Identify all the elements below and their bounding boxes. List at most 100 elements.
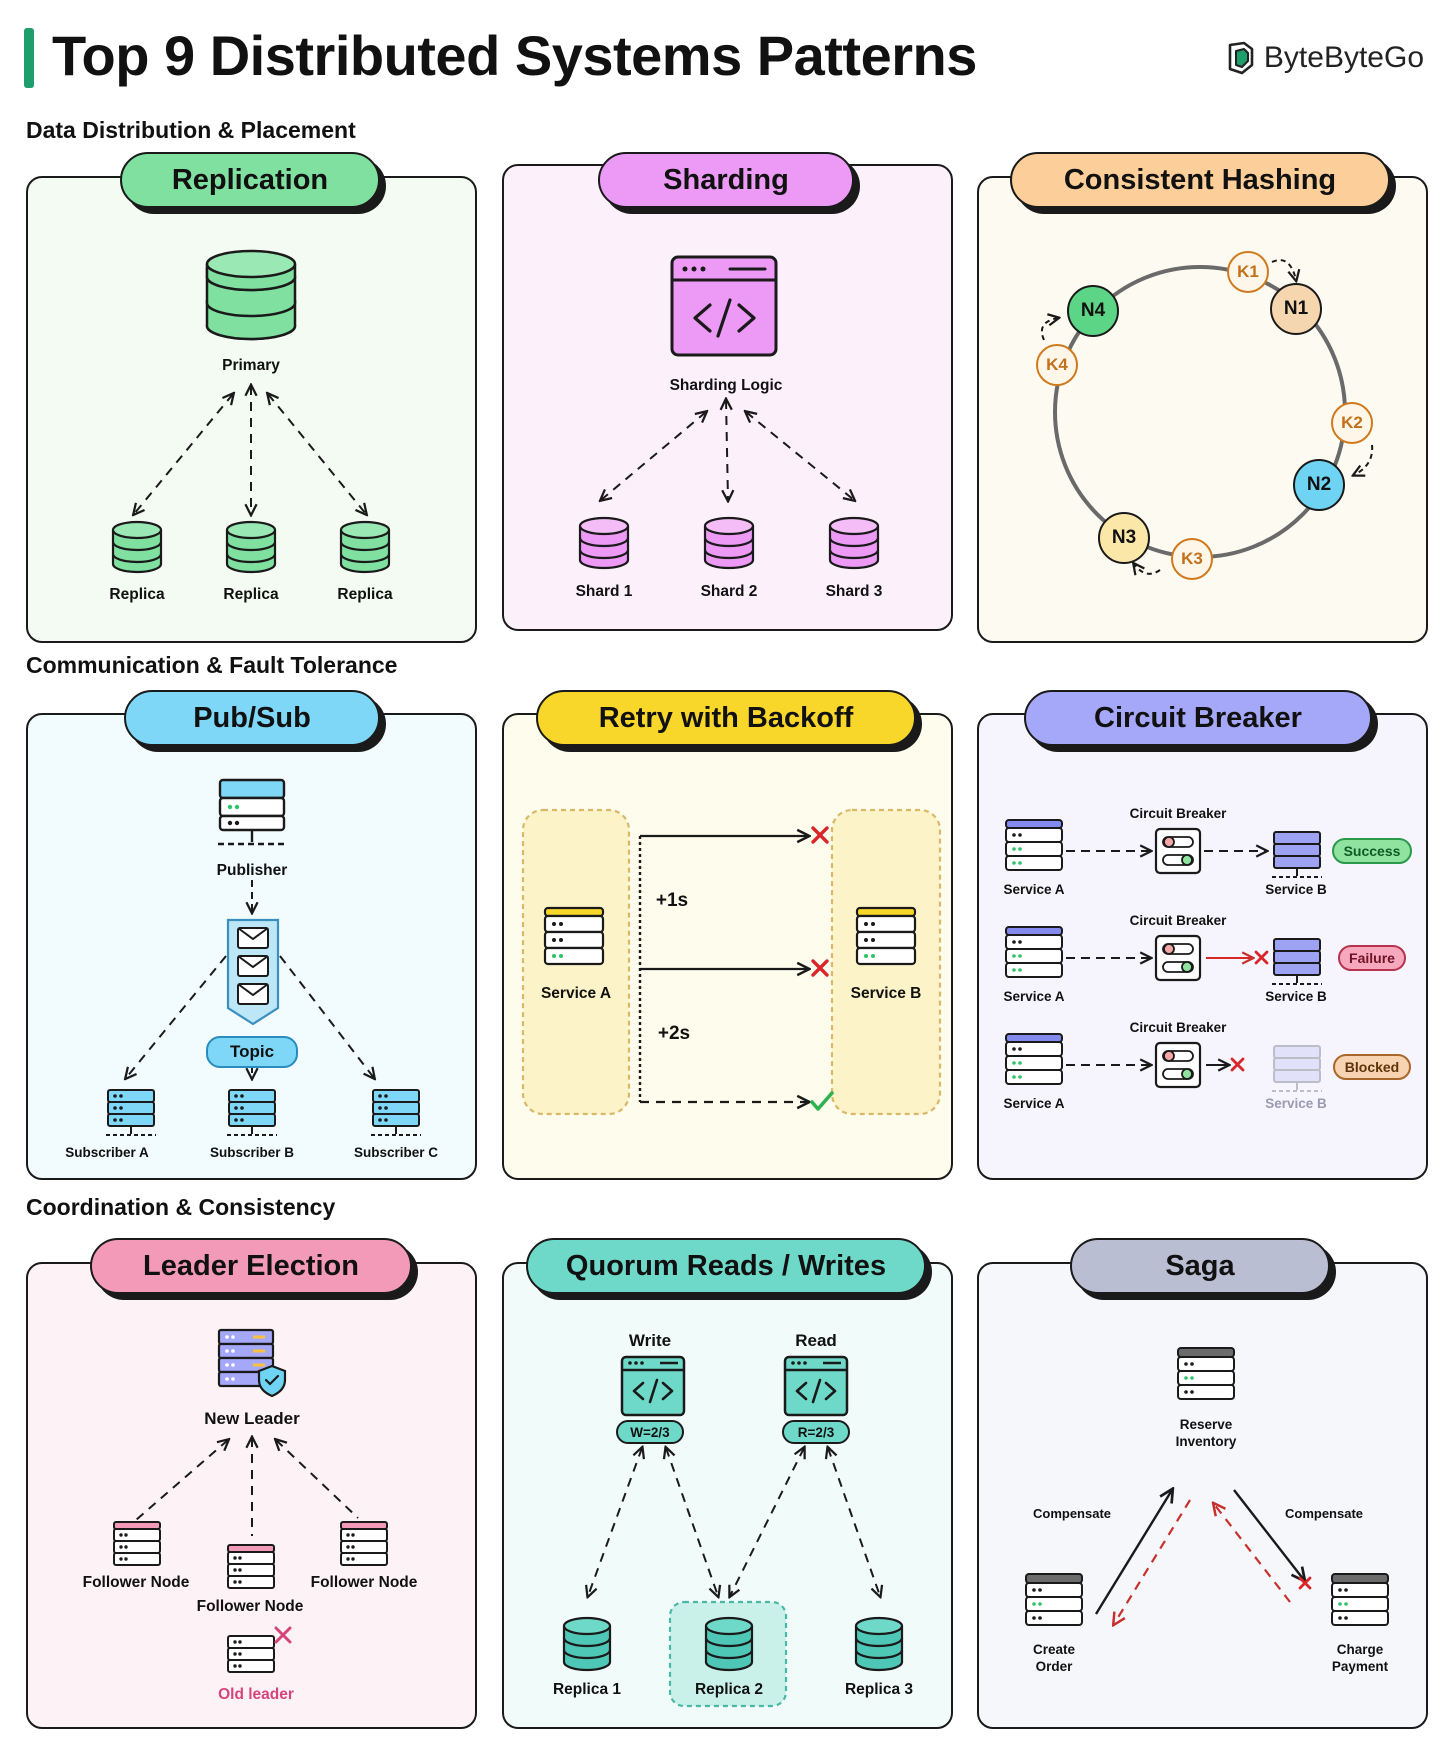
charge-payment-server-icon [1331, 1573, 1389, 1626]
service-a-server-icon [543, 906, 605, 966]
node-n1: N1 [1270, 283, 1322, 335]
tab-consistent-hashing: Consistent Hashing [1010, 152, 1390, 208]
cb-service-a-icons [1005, 819, 1063, 1085]
shard-label-1: Shard 1 [575, 583, 633, 600]
tab-quorum: Quorum Reads / Writes [526, 1238, 926, 1294]
create-order-label: Create Order [1032, 1642, 1076, 1674]
attempt-3-success-icon [810, 1091, 834, 1111]
brand-logo: ByteByteGo [1226, 36, 1424, 80]
sharding-arrow-3 [746, 412, 854, 500]
bytebytego-logo-icon [1228, 41, 1254, 75]
read-quorum-badge: R=2/3 [782, 1420, 850, 1444]
section-communication: Communication & Fault Tolerance [26, 652, 398, 678]
publisher-server-icon [218, 778, 286, 846]
service-b-server-icon [855, 906, 917, 966]
cb-row1-service-b-label: Service B [1265, 882, 1327, 897]
compensate-right-arrow [1214, 1504, 1291, 1603]
follower-server-icons [113, 1521, 388, 1589]
subscriber-server-icons [106, 1089, 421, 1136]
publisher-label: Publisher [216, 862, 288, 879]
cb-status-blocked-badge: Blocked [1333, 1054, 1411, 1080]
follower-label-3: Follower Node [310, 1574, 418, 1591]
quorum-replica-label-1: Replica 1 [552, 1681, 622, 1698]
quorum-write-label: Write [628, 1331, 672, 1350]
cb-service-b-icons [1272, 831, 1322, 1092]
brand-name: ByteByteGo [1263, 41, 1424, 74]
old-leader-server-icon [227, 1635, 275, 1673]
replica-label-1: Replica [109, 586, 165, 603]
follower-label-2: Follower Node [196, 1598, 304, 1615]
tab-sharding: Sharding [598, 152, 854, 208]
cb-row3-block-icon [1230, 1057, 1245, 1072]
node-n2: N2 [1293, 459, 1345, 511]
reserve-inventory-label: Reserve Inventory [1175, 1417, 1237, 1449]
replica-label-3: Replica [337, 586, 393, 603]
leader-shield-icon [257, 1364, 287, 1398]
sharding-arrow-2 [726, 400, 728, 500]
new-leader-label: New Leader [204, 1409, 300, 1428]
quorum-write-code-icon [620, 1355, 686, 1417]
sharding-arrow-1 [601, 412, 706, 500]
cb-row2-service-b-label: Service B [1265, 989, 1327, 1004]
write-to-replica-2-arrow [666, 1448, 718, 1596]
cb-row2-service-a-label: Service A [1003, 989, 1065, 1004]
write-to-replica-1-arrow [588, 1448, 642, 1596]
replica-database-icons [111, 520, 391, 574]
retry-service-b-label: Service B [850, 985, 922, 1002]
read-from-replica-3-arrow [828, 1448, 880, 1596]
key-k3: K3 [1171, 538, 1213, 580]
follower-3-vote-arrow [276, 1440, 359, 1519]
replication-arrow-3 [268, 394, 366, 514]
node-n4: N4 [1067, 285, 1119, 337]
replication-arrow-1 [134, 394, 233, 514]
quorum-replica-database-icons [562, 1616, 904, 1672]
title-accent-bar [24, 28, 34, 88]
cb-row1-service-a-label: Service A [1003, 882, 1065, 897]
topic-badge: Topic [206, 1036, 298, 1068]
compensate-left-arrow [1114, 1499, 1191, 1624]
create-order-server-icon [1025, 1573, 1083, 1626]
attempt-1-fail-icon [811, 826, 829, 844]
tab-circuit-breaker: Circuit Breaker [1024, 690, 1372, 746]
quorum-read-code-icon [783, 1355, 849, 1417]
cb-row3-service-b-label: Service B [1265, 1096, 1327, 1111]
topic-queue-icon [226, 918, 280, 1026]
cb-row1-breaker-label: Circuit Breaker [1129, 806, 1227, 821]
saga-panel [977, 1262, 1428, 1729]
quorum-replica-label-2: Replica 2 [694, 1681, 764, 1698]
retry-delay-1: +1s [655, 890, 689, 911]
compensate-left-label: Compensate [1032, 1506, 1112, 1521]
attempt-2-fail-icon [811, 959, 829, 977]
cb-status-success-badge: Success [1332, 838, 1412, 864]
sharding-logic-code-icon [670, 255, 778, 357]
quorum-replica-label-3: Replica 3 [844, 1681, 914, 1698]
tab-pubsub: Pub/Sub [124, 690, 380, 746]
topic-to-sub-c-arrow [279, 955, 374, 1078]
tab-replication: Replication [120, 152, 380, 208]
sharding-logic-label: Sharding Logic [669, 377, 783, 394]
compensate-right-label: Compensate [1284, 1506, 1364, 1521]
cb-breaker-switch-icons [1154, 827, 1202, 1089]
cb-status-failure-badge: Failure [1338, 945, 1406, 971]
reserve-to-charge-arrow [1233, 1489, 1304, 1580]
cb-row2-breaker-label: Circuit Breaker [1129, 913, 1227, 928]
cb-row2-fail-icon [1254, 950, 1269, 965]
k3-to-n3-arrow [1134, 564, 1161, 574]
shard-label-3: Shard 3 [825, 583, 883, 600]
retry-service-a-label: Service A [540, 985, 612, 1002]
section-data-distribution: Data Distribution & Placement [26, 117, 356, 143]
write-quorum-badge: W=2/3 [616, 1420, 684, 1444]
quorum-read-label: Read [795, 1331, 837, 1350]
retry-delay-2: +2s [657, 1023, 691, 1044]
primary-database-icon [205, 249, 297, 341]
subscriber-a-label: Subscriber A [65, 1145, 149, 1160]
subscriber-c-label: Subscriber C [353, 1145, 439, 1160]
key-k2: K2 [1331, 402, 1373, 444]
topic-to-sub-a-arrow [126, 955, 227, 1078]
